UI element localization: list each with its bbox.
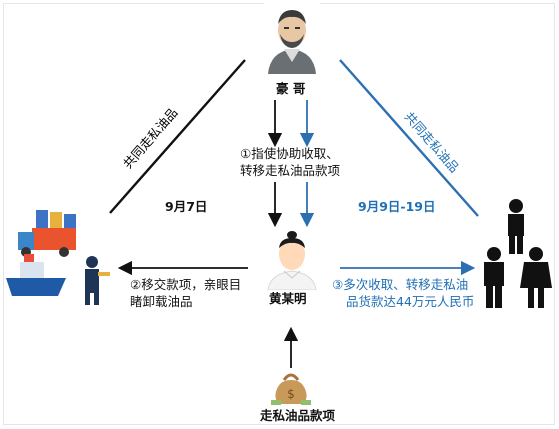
right-date: 9月9日-19日: [358, 199, 436, 214]
boss-label: 豪 哥: [276, 81, 306, 96]
right-diagonal-line: [339, 59, 479, 217]
money-bag-icon: $: [271, 373, 311, 405]
instruction-line-2: 转移走私油品款项: [240, 163, 341, 178]
svg-text:$: $: [287, 387, 295, 401]
instruction-line-1: ①指使协助收取、: [240, 146, 339, 161]
left-date: 9月7日: [165, 199, 208, 214]
left-action-line-2: 睹卸载油品: [130, 294, 193, 309]
boss-avatar-icon: [264, 2, 320, 74]
suspect-avatar-icon: [262, 228, 322, 290]
left-diagonal-line: [109, 59, 246, 214]
right-action-line-1: ③多次收取、转移走私油: [332, 277, 469, 292]
accomplices-group-icon: [484, 199, 552, 308]
smuggling-vehicles-icon: [6, 210, 110, 305]
funds-label: 走私油品款项: [260, 408, 336, 423]
right-action-line-2: 品货款达44万元人民币: [346, 294, 475, 309]
suspect-label: 黄某明: [269, 291, 307, 306]
left-action-line-1: ②移交款项，亲眼目: [130, 277, 242, 292]
